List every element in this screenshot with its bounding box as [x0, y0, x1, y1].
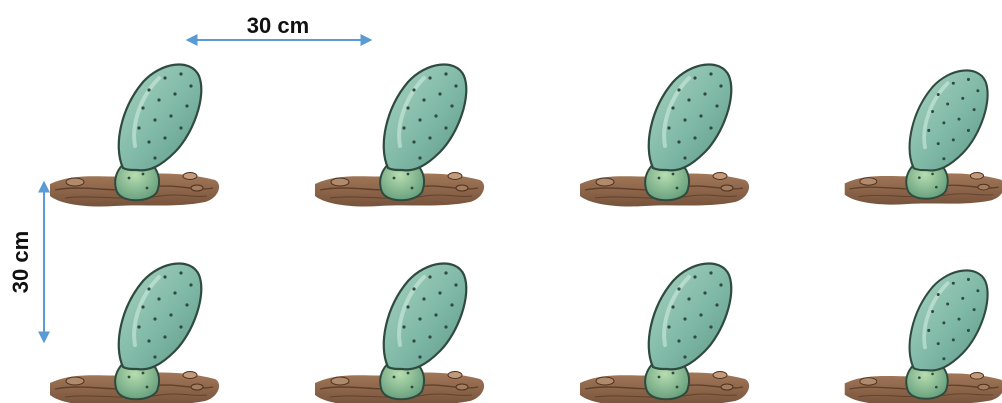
- cactus-cutting-icon: [50, 264, 219, 403]
- cactus-cutting-icon: [315, 65, 484, 207]
- horizontal-spacing-label: 30 cm: [247, 13, 309, 38]
- cactus-cutting-icon: [50, 65, 219, 207]
- cactus-cutting-icon: [315, 264, 484, 403]
- cactus-cutting-icon: [845, 270, 1002, 403]
- vertical-spacing-label: 30 cm: [8, 231, 33, 293]
- cactus-cutting-icon: [580, 264, 749, 403]
- cactus-cutting-icon: [845, 70, 1002, 204]
- cactus-cutting-icon: [580, 65, 749, 207]
